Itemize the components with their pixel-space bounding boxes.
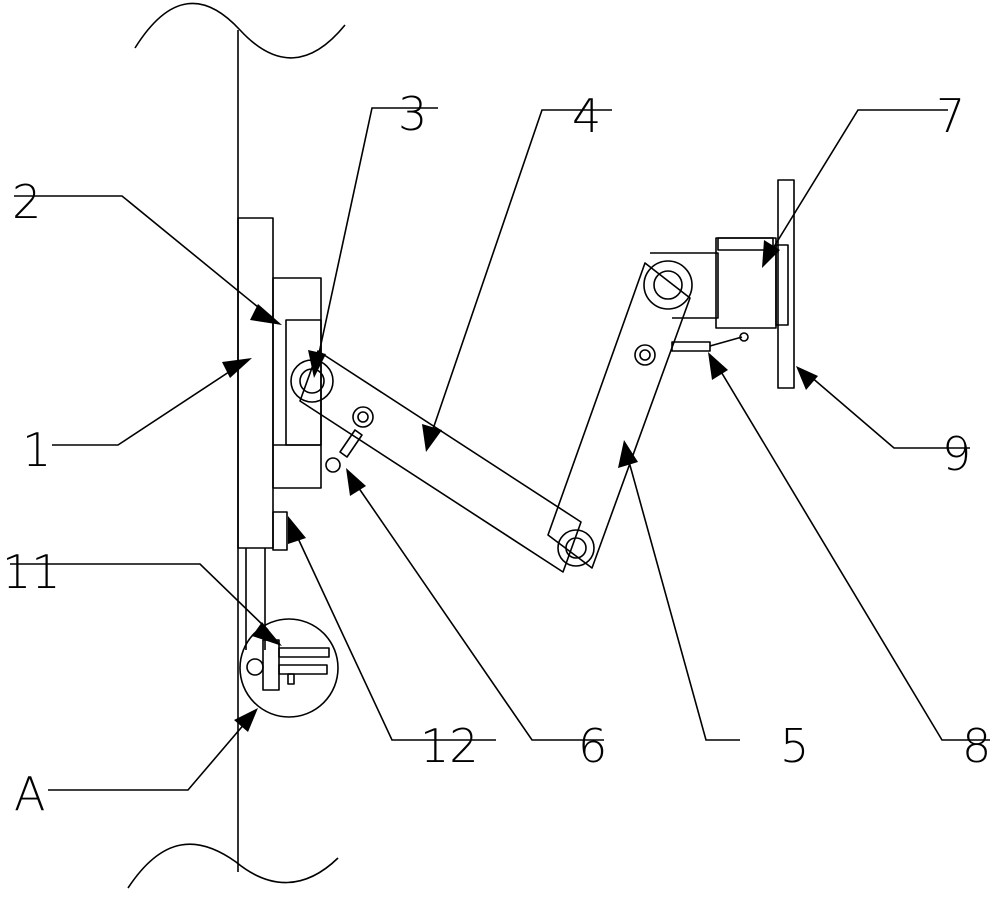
label-7: 7 [936, 89, 965, 143]
cylinder-pin [739, 332, 749, 342]
arrow-3 [308, 350, 326, 378]
arm-hole-1 [352, 406, 374, 428]
arrow-11 [252, 622, 282, 646]
detail-a-circle [239, 618, 339, 718]
small-cylinder [671, 341, 711, 352]
leader-9 [809, 375, 970, 449]
top-gear-outer [643, 260, 693, 310]
cylinder-rod [709, 336, 743, 347]
label-2: 2 [12, 175, 41, 229]
label-11: 11 [2, 545, 61, 599]
leader-7 [771, 109, 948, 251]
head-block-cap [717, 237, 774, 251]
mount-block [272, 277, 322, 489]
label-12: 12 [420, 719, 479, 773]
top-gear-inner [653, 270, 683, 300]
base-plate [237, 217, 274, 549]
leader-3 [317, 107, 438, 359]
leader-8 [719, 369, 990, 741]
base-cylinder-pin [325, 457, 341, 473]
label-3: 3 [398, 87, 427, 141]
elbow-joint-inner [565, 537, 587, 559]
pivot-gear-inner [299, 368, 325, 394]
arrow-8 [708, 352, 728, 380]
leader-11 [10, 563, 269, 631]
vertical-plate [775, 244, 789, 326]
detail-a-pin [246, 658, 264, 676]
label-4: 4 [572, 89, 601, 143]
label-1: 1 [22, 423, 51, 477]
leader-6 [355, 483, 604, 741]
arrow-6 [346, 468, 366, 496]
label-6: 6 [578, 719, 607, 773]
leader-a [48, 721, 247, 791]
top-break-line [134, 2, 346, 59]
arm-hole-2 [634, 344, 656, 366]
arm-hole-2-inner [639, 349, 651, 361]
arrow-4 [422, 424, 442, 452]
second-arm [547, 262, 691, 569]
base-cylinder [339, 429, 363, 458]
upper-link [650, 252, 719, 319]
stop-block [272, 511, 288, 551]
arrow-5 [618, 440, 638, 468]
arrow-2 [250, 304, 282, 325]
arrow-7 [762, 240, 780, 268]
leader-4 [431, 109, 612, 433]
label-8: 8 [962, 719, 991, 773]
detail-a-bolt [287, 673, 295, 685]
arrow-a [234, 708, 258, 732]
label-a: A [14, 767, 45, 821]
bottom-break-line [127, 843, 339, 889]
label-5: 5 [780, 719, 809, 773]
arrow-1 [222, 358, 252, 378]
label-9: 9 [942, 427, 971, 481]
elbow-joint-outer [557, 529, 595, 567]
leader-5 [627, 457, 740, 741]
pad-plate [777, 179, 795, 389]
leader-2 [14, 195, 265, 313]
first-arm [299, 350, 582, 573]
leader-1 [52, 365, 239, 446]
arrow-12 [288, 516, 306, 544]
arm-hole-1-inner [357, 411, 369, 423]
detail-a-bar-2 [278, 664, 328, 675]
arrow-9 [796, 366, 818, 390]
leader-12 [295, 533, 496, 741]
detail-a-bar-1 [278, 647, 330, 658]
